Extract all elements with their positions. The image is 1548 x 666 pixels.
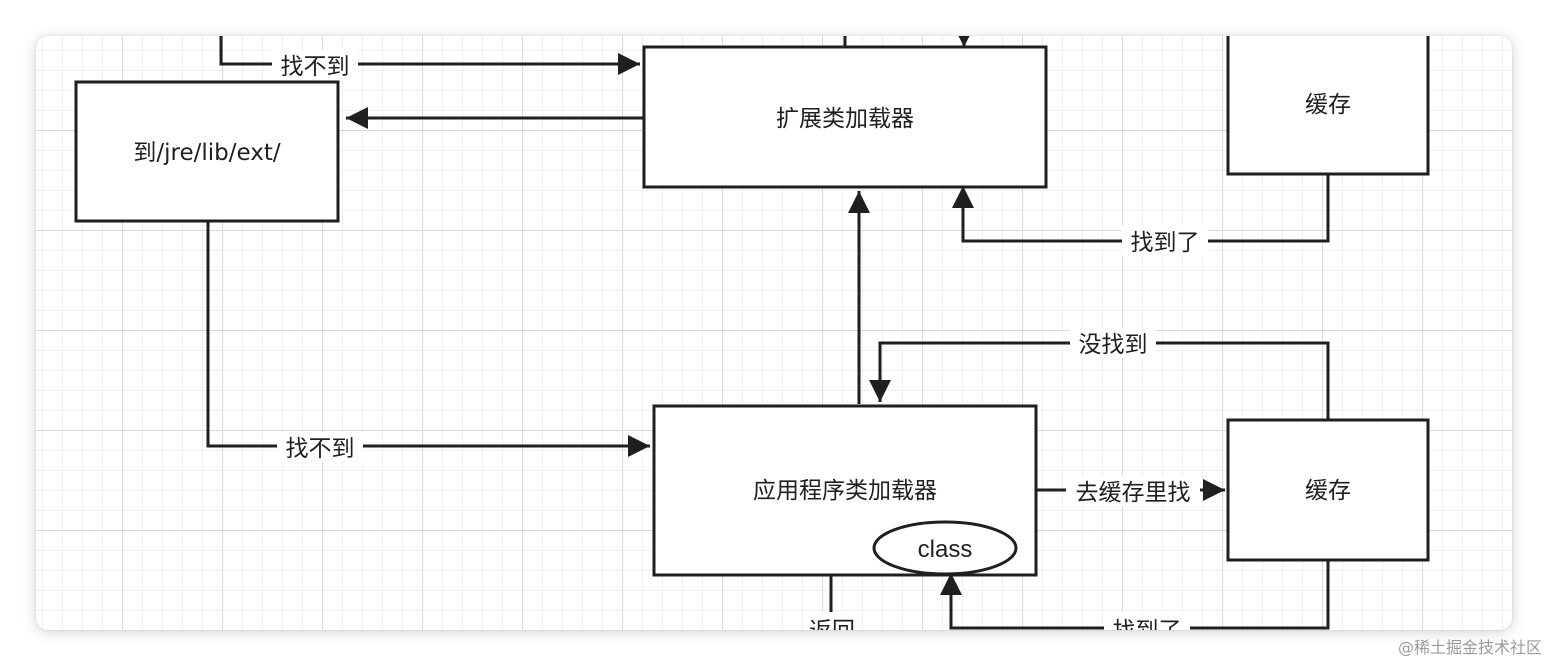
node-class: [872, 520, 1018, 576]
label-found-bottom: 找到了: [1113, 618, 1182, 644]
label-not-found-top: 找不到: [281, 54, 350, 80]
label-not-found-mid: 没找到: [1079, 332, 1148, 358]
node-ext-loader: [642, 45, 1048, 189]
label-search-cache: 去缓存里找: [1076, 480, 1191, 506]
label-ext-loader: 扩展类加载器: [776, 106, 914, 132]
edge-not-found-top: [219, 36, 640, 75]
label-ext-path: 到/jre/lib/ext/: [133, 140, 280, 166]
label-app-loader: 应用程序类加载器: [753, 478, 937, 504]
node-ext-path: [74, 80, 340, 223]
label-return: 返回: [809, 618, 855, 644]
label-cache-bottom: 缓存: [1305, 478, 1351, 504]
node-cache-bottom: [1226, 418, 1430, 562]
watermark: @稀土掘金技术社区: [1397, 638, 1542, 657]
label-not-found-left: 找不到: [286, 436, 355, 462]
node-cache-top: [1226, 36, 1430, 176]
edge-not-found-left: [206, 222, 650, 457]
label-found-top: 找到了: [1131, 230, 1200, 256]
label-cache-top: 缓存: [1305, 92, 1351, 118]
label-class: class: [918, 536, 973, 563]
